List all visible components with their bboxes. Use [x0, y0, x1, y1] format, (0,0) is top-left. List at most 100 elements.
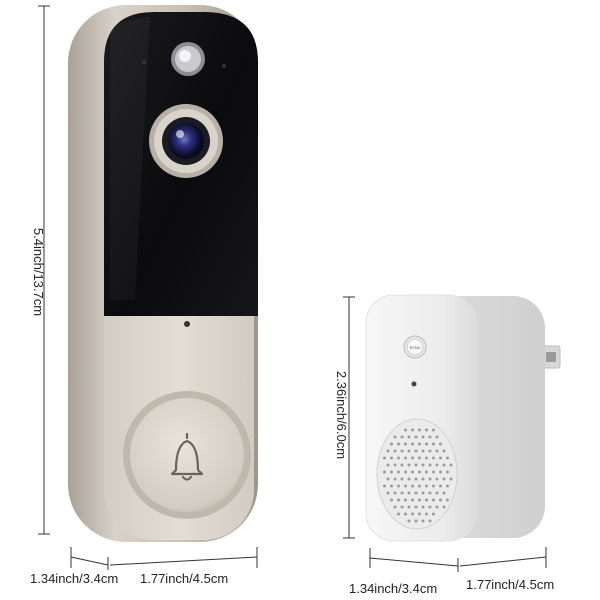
grille-hole — [425, 456, 428, 460]
grille-hole — [439, 470, 442, 474]
grille-hole — [407, 519, 411, 523]
grille-hole — [393, 477, 397, 481]
grille-hole — [404, 484, 407, 488]
grille-hole — [400, 491, 404, 495]
grille-hole — [439, 484, 442, 488]
grille-hole — [421, 491, 425, 495]
grille-hole — [435, 463, 439, 467]
grille-hole — [404, 498, 407, 502]
grille-hole — [421, 449, 425, 453]
grille-hole — [418, 512, 421, 516]
grille-hole — [404, 470, 407, 474]
indicator-dot — [222, 64, 226, 68]
grille-hole — [400, 435, 404, 439]
grille-hole — [428, 435, 432, 439]
grille-hole — [428, 463, 432, 467]
grille-hole — [439, 498, 442, 502]
grille-hole — [435, 449, 439, 453]
grille-hole — [407, 505, 411, 509]
doorbell-depth-label: 1.34inch/3.4cm — [30, 571, 118, 586]
microphone-dot — [184, 321, 190, 327]
chime-width-label: 1.77inch/4.5cm — [466, 577, 554, 592]
grille-hole — [407, 477, 411, 481]
grille-hole — [386, 477, 390, 481]
grille-hole — [428, 505, 432, 509]
grille-hole — [393, 505, 397, 509]
grille-hole — [404, 456, 407, 460]
grille-hole — [411, 512, 414, 516]
grille-hole — [414, 491, 418, 495]
grille-hole — [407, 435, 411, 439]
doorbell-width-label: 1.77inch/4.5cm — [140, 571, 228, 586]
grille-hole — [421, 463, 425, 467]
grille-hole — [411, 428, 414, 432]
grille-hole — [400, 477, 404, 481]
grille-hole — [425, 484, 428, 488]
grille-hole — [400, 463, 404, 467]
grille-hole — [425, 470, 428, 474]
grille-hole — [407, 463, 411, 467]
grille-hole — [390, 456, 393, 460]
grille-hole — [432, 484, 435, 488]
grille-hole — [400, 505, 404, 509]
grille-hole — [390, 442, 393, 446]
camera-lens — [149, 104, 223, 178]
grille-hole — [411, 470, 414, 474]
grille-hole — [404, 442, 407, 446]
grille-hole — [432, 428, 435, 432]
grille-hole — [442, 505, 446, 509]
chime-indicator-dot — [411, 381, 417, 387]
grille-hole — [435, 505, 439, 509]
grille-hole — [390, 484, 393, 488]
grille-hole — [442, 449, 446, 453]
grille-hole — [442, 477, 446, 481]
grille-hole — [411, 442, 414, 446]
grille-hole — [397, 512, 400, 516]
sync-button: SYNC — [403, 335, 427, 359]
grille-hole — [421, 477, 425, 481]
grille-hole — [418, 470, 421, 474]
grille-hole — [425, 428, 428, 432]
speaker-grille — [376, 418, 458, 530]
grille-hole — [439, 456, 442, 460]
grille-hole — [404, 512, 407, 516]
chime-depth-label: 1.34inch/3.4cm — [349, 581, 437, 596]
grille-hole — [418, 484, 421, 488]
grille-hole — [425, 442, 428, 446]
grille-hole — [390, 498, 393, 502]
sync-label: SYNC — [409, 345, 420, 350]
grille-hole — [432, 512, 435, 516]
grille-hole — [407, 449, 411, 453]
chime-height-label: 2.36inch/6.0cm — [334, 371, 349, 459]
grille-hole — [435, 435, 439, 439]
grille-hole — [442, 491, 446, 495]
grille-hole — [393, 449, 397, 453]
grille-hole — [393, 491, 397, 495]
grille-hole — [428, 519, 432, 523]
grille-hole — [411, 484, 414, 488]
grille-hole — [393, 463, 397, 467]
grille-hole — [432, 442, 435, 446]
grille-hole — [386, 463, 390, 467]
light-sensor — [142, 60, 146, 64]
grille-hole — [397, 456, 400, 460]
grille-hole — [407, 491, 411, 495]
grille-hole — [386, 449, 390, 453]
grille-hole — [428, 491, 432, 495]
grille-hole — [425, 498, 428, 502]
grille-hole — [418, 428, 421, 432]
plug-prongs — [541, 345, 561, 369]
grille-hole — [449, 463, 453, 467]
grille-hole — [383, 456, 386, 460]
grille-hole — [393, 435, 397, 439]
grille-hole — [397, 484, 400, 488]
grille-hole — [442, 463, 446, 467]
grille-hole — [414, 449, 418, 453]
doorbell-button — [123, 391, 251, 519]
grille-hole — [411, 456, 414, 460]
grille-hole — [428, 449, 432, 453]
grille-hole — [439, 442, 442, 446]
grille-hole — [386, 491, 390, 495]
grille-hole — [414, 519, 418, 523]
